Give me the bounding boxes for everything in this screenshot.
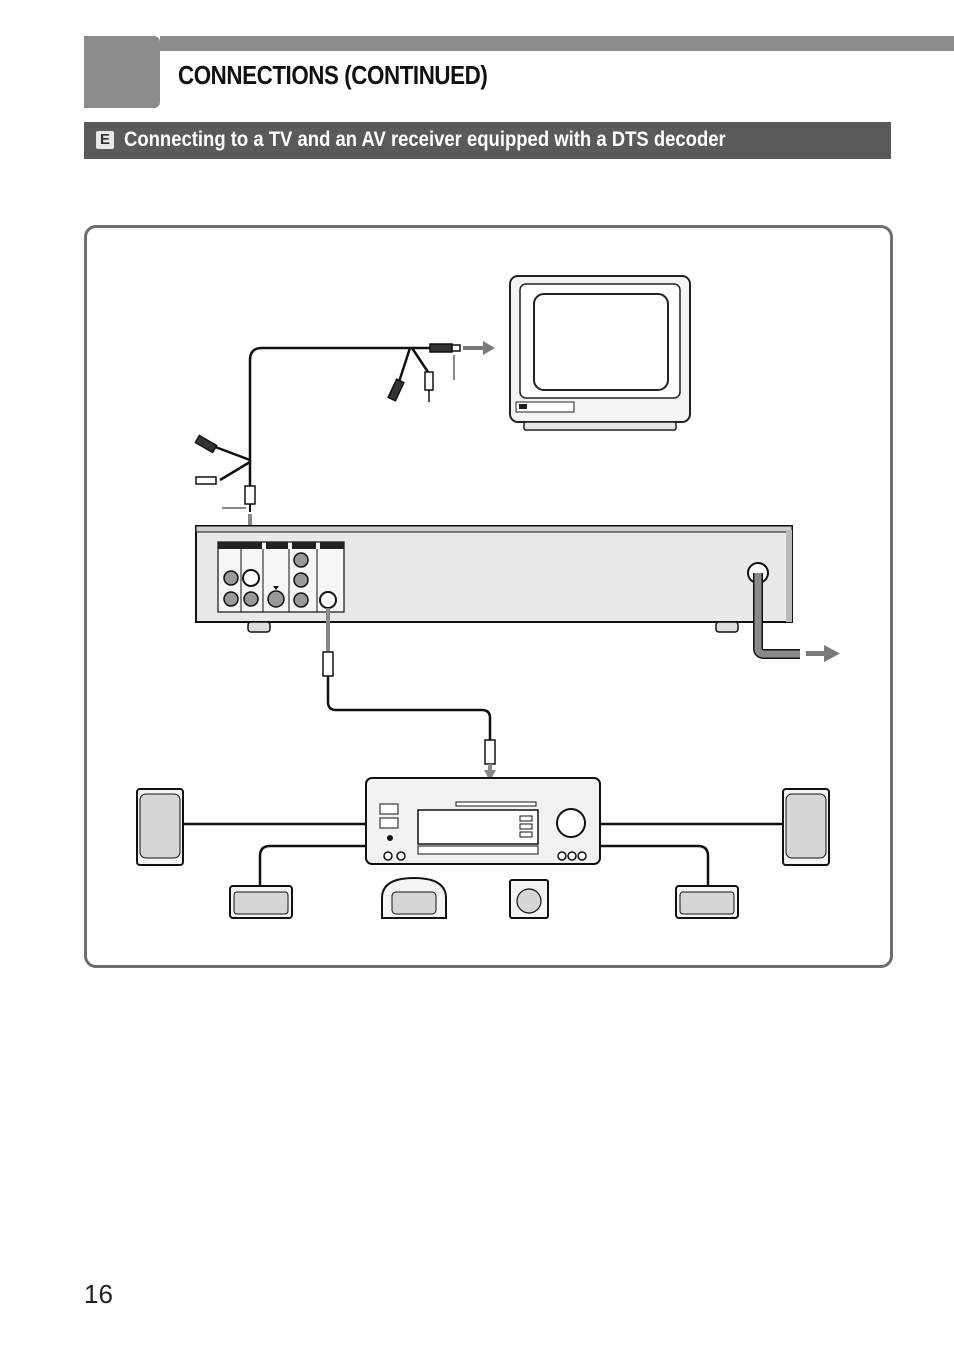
dvd-player-rear — [195, 525, 793, 633]
av-plugs — [194, 343, 461, 512]
rear-left-speaker — [229, 885, 293, 919]
section-badge: E — [96, 131, 114, 149]
av-cable — [209, 346, 430, 486]
front-left-speaker — [136, 788, 184, 866]
header-tab-block — [84, 36, 160, 108]
power-cord — [753, 573, 840, 662]
section-header: E Connecting to a TV and an AV receiver … — [84, 122, 891, 159]
header-band — [160, 36, 954, 51]
digital-cable — [322, 651, 496, 781]
front-right-speaker — [782, 788, 830, 866]
subwoofer — [509, 879, 549, 919]
tv-illustration — [509, 275, 691, 431]
av-receiver — [365, 777, 601, 865]
page-number: 16 — [84, 1279, 113, 1309]
center-speaker — [381, 876, 447, 919]
arrow-to-tv — [463, 341, 495, 355]
rear-right-speaker — [675, 885, 739, 919]
arrow-from-digital-out — [326, 608, 330, 652]
page-title: CONNECTIONS (CONTINUED) — [178, 60, 488, 90]
speaker-wires — [184, 822, 784, 886]
section-title: Connecting to a TV and an AV receiver eq… — [124, 128, 726, 151]
